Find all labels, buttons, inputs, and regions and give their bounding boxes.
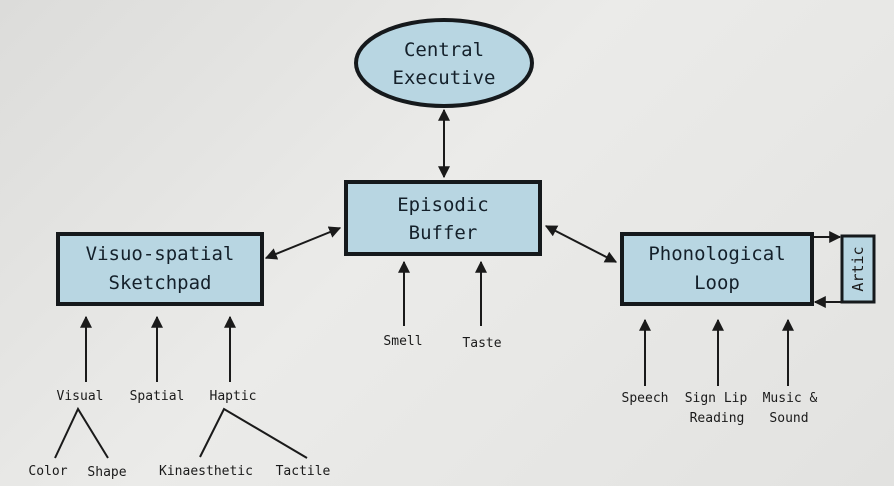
input-kinaesthetic: Kinaesthetic [159, 464, 253, 479]
input-music-1: Music & [763, 391, 818, 406]
phonological-label-1: Phonological [648, 243, 785, 265]
input-shape: Shape [87, 465, 126, 480]
episodic-buffer-label-1: Episodic [397, 194, 489, 216]
visuo-spatial-label-2: Sketchpad [109, 272, 212, 294]
input-tactile: Tactile [276, 464, 331, 479]
input-spatial: Spatial [130, 389, 185, 404]
input-visual: Visual [57, 389, 104, 404]
articulatory-node: Artic [840, 234, 876, 304]
haptic-branch-lines [199, 407, 308, 459]
input-speech: Speech [622, 391, 669, 406]
input-music-2: Sound [769, 411, 808, 426]
artic-label: Artic [849, 246, 867, 291]
central-executive-label-1: Central [404, 39, 484, 61]
visuo-spatial-sketchpad-node: Visuo-spatial Sketchpad [56, 232, 264, 306]
arrow-buffer-visuo [264, 226, 342, 260]
episodic-buffer-node: Episodic Buffer [344, 180, 542, 256]
visual-branch-lines [54, 406, 109, 459]
input-color: Color [28, 464, 67, 479]
input-smell: Smell [383, 334, 422, 349]
phonological-label-2: Loop [694, 272, 740, 294]
visuo-spatial-label-1: Visuo-spatial [86, 243, 235, 265]
central-executive-label-2: Executive [393, 67, 496, 89]
central-executive-node: Central Executive [354, 18, 534, 108]
input-sign-lip-2: Reading [690, 411, 745, 426]
input-taste: Taste [462, 336, 501, 351]
input-haptic: Haptic [210, 389, 257, 404]
input-sign-lip-1: Sign Lip [685, 391, 748, 406]
phonological-loop-node: Phonological Loop [620, 232, 814, 306]
episodic-buffer-label-2: Buffer [409, 222, 478, 244]
arrow-buffer-phonological [544, 225, 618, 263]
